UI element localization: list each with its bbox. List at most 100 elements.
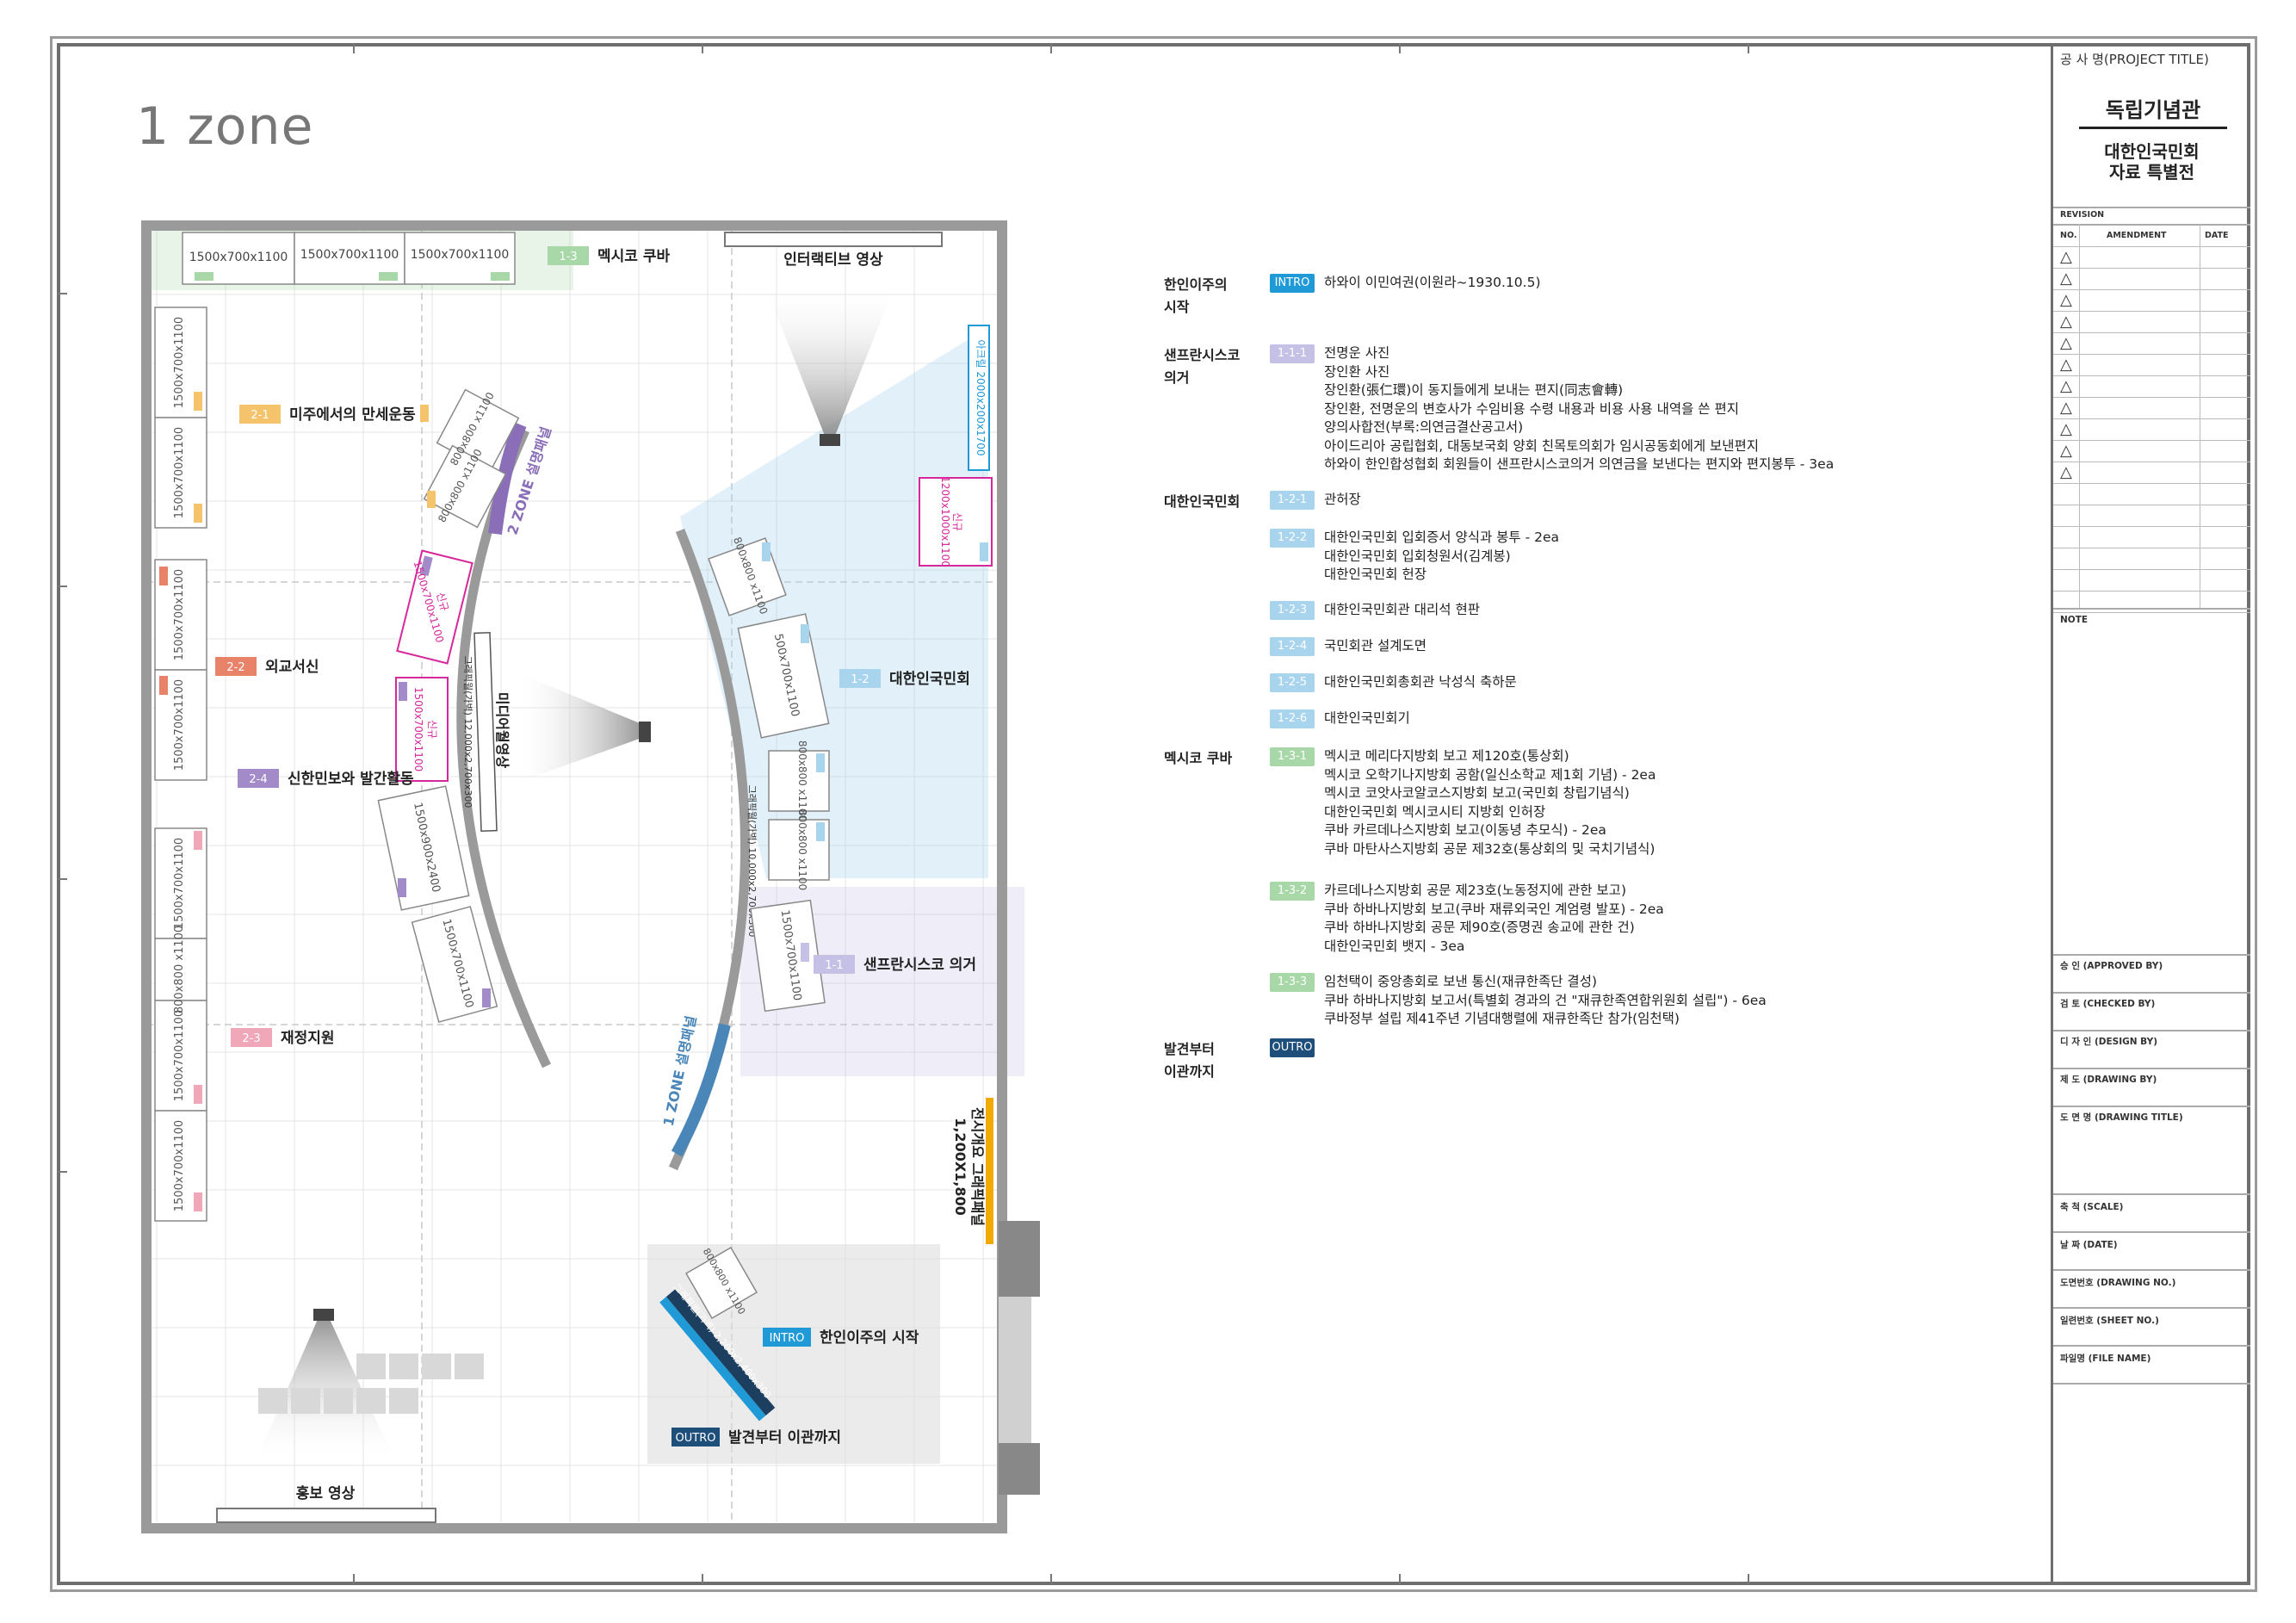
zone-label-tag: 1-2 xyxy=(851,673,869,686)
frame-tick xyxy=(353,43,355,53)
wall-case-b: 1500x700x1100 xyxy=(300,248,399,262)
legend-item-line: 장인환 사진 xyxy=(1324,363,1390,380)
legend-item-line: 장인환, 전명운의 변호사가 수임비용 수령 내용과 비용 사용 내역을 쓴 편… xyxy=(1324,400,1739,417)
wall-case-a: 1500x700x1100 xyxy=(189,251,288,264)
zone-label-tag: OUTRO xyxy=(676,1432,716,1445)
legend-item-lines: 카르데나스지방회 공문 제23호(노동정지에 관한 보고)쿠바 하바나지방회 보… xyxy=(1324,882,1664,956)
legend-item-line: 관허장 xyxy=(1324,492,1361,507)
revision-triangle-icon: △ xyxy=(2060,248,2072,266)
zone-1-2-area xyxy=(680,327,988,878)
legend-item-lines: 국민회관 설계도면 xyxy=(1324,637,1426,656)
legend-item-lines: 대한인국민회관 대리석 현판 xyxy=(1324,601,1480,620)
drawing-frame-inner xyxy=(57,43,2250,1585)
zone-label-1-1: 1-1 샌프란시스코 의거 xyxy=(814,955,976,974)
legend-item-line: 대한인국민회 헌장 xyxy=(1324,567,1427,582)
legend-item-line: 양의사합전(부록:의연금결산공고서) xyxy=(1324,419,1524,435)
legend-item-line: 대한인국민회관 대리석 현판 xyxy=(1324,602,1480,617)
zone-label-tag-bg xyxy=(231,1028,272,1047)
legend-tag: 1-2-5 xyxy=(1270,673,1315,692)
legend-section-line: 이관까지 xyxy=(1164,1063,1215,1080)
revision-row xyxy=(2053,311,2250,312)
zone-label-tag-bg xyxy=(839,669,881,688)
zone-label-tag-bg xyxy=(215,657,257,676)
revision-triangle-icon: △ xyxy=(2060,377,2072,395)
frame-tick xyxy=(1748,43,1749,53)
floor-plan: 1500x700x1100 1500x700x1100 1500x700x110… xyxy=(141,220,1040,1533)
frame-tick xyxy=(1050,1574,1052,1584)
col-no: NO. xyxy=(2060,231,2077,240)
frame-tick xyxy=(1050,43,1052,53)
new-case-right-label: 신규 xyxy=(951,512,963,531)
frame-tick xyxy=(353,1574,355,1584)
acrylic-panel-label: 아크릴 2000x200x1700 xyxy=(975,339,987,455)
legend-item-line: 대한인국민회 입회증서 양식과 봉투 - 2ea xyxy=(1324,530,1560,545)
zone-label-tag-bg xyxy=(238,769,279,788)
legend-item-line: 대한인국민회총회관 낙성식 축하문 xyxy=(1324,674,1517,690)
drawing-no-label: 도면번호 (DRAWING NO.) xyxy=(2060,1278,2176,1288)
legend-section-line: 발견부터 xyxy=(1164,1041,1215,1057)
legend-item-line: 멕시코 코앗사코알코스지방회 보고(국민회 창립기념식) xyxy=(1324,785,1630,801)
legend-item-line: 쿠바 마탄사스지방회 공문 제32호(통상회의 및 국치기념식) xyxy=(1324,840,1655,857)
legend-item-line: 쿠바 하바나지방회 보고(쿠바 재류외국인 계엄령 발포) - 2ea xyxy=(1324,901,1664,917)
interactive-video-label: 인터랙티브 영상 xyxy=(783,251,883,269)
legend-tag: 1-2-6 xyxy=(1270,709,1315,728)
revision-triangle-icon: △ xyxy=(2060,420,2072,438)
revision-row xyxy=(2053,397,2250,398)
zone2-panel-bar xyxy=(488,422,527,535)
zone-label-text: 샌프란시스코 의거 xyxy=(863,957,976,974)
left-case-3: 1500x700x1100 xyxy=(173,569,186,660)
revision-row xyxy=(2053,289,2250,290)
frame-tick xyxy=(57,293,67,294)
col-amendment: AMENDMENT xyxy=(2107,231,2167,240)
frame-tick xyxy=(57,1171,67,1173)
legend-item-line: 대한인국민회기 xyxy=(1324,710,1410,726)
revision-triangle-icon: △ xyxy=(2060,291,2072,309)
legend-item-line: 대한인국민회 멕시코시티 지방회 인허장 xyxy=(1324,803,1546,820)
date-label: 날 짜 (DATE) xyxy=(2060,1240,2118,1250)
zone-label-text: 발견부터 이관까지 xyxy=(728,1429,841,1446)
zone-label-tag: 1-1 xyxy=(825,959,843,972)
right-case-3: 800x800 x1100 xyxy=(796,740,808,821)
revision-row xyxy=(2053,569,2250,570)
project-sub-2: 자료 특별전 xyxy=(2109,162,2194,183)
media-wall-label: 미디어월영상 xyxy=(494,692,511,769)
drawing-title-label: 도 면 명 (DRAWING TITLE) xyxy=(2060,1112,2183,1123)
legend-item-line: 하와이 한인합성협회 회원들이 샌프란시스코의거 의연금을 보낸다는 편지와 편… xyxy=(1324,456,1835,472)
legend-section-line: 시작 xyxy=(1164,299,1190,315)
legend-section-line: 대한인국민회 xyxy=(1164,493,1241,510)
frame-tick xyxy=(1399,1574,1401,1584)
frame-tick xyxy=(1399,43,1401,53)
zone-label-text: 미주에서의 만세운동 xyxy=(289,406,416,424)
left-case-5: 1500x700x1100 xyxy=(173,838,186,929)
projector-beam-top xyxy=(764,284,895,436)
frame-tick xyxy=(702,43,703,53)
zone-label-tag-bg xyxy=(763,1328,811,1347)
left-case-4: 1500x700x1100 xyxy=(173,679,186,771)
sheet-no-label: 일련번호 (SHEET NO.) xyxy=(2060,1316,2159,1326)
zone-label-text: 대한인국민회 xyxy=(889,671,970,688)
revision-row xyxy=(2053,354,2250,355)
legend-item-line: 임천택이 중앙총회로 보낸 통신(재큐한족단 결성) xyxy=(1324,974,1598,989)
new-case-1-label: 신규 xyxy=(434,591,451,612)
revision-row xyxy=(2053,375,2250,376)
revision-row xyxy=(2053,526,2250,527)
revision-row xyxy=(2053,268,2250,269)
new-case-right-size: 1200x1000x1100 xyxy=(939,476,951,567)
legend-item-lines: 대한인국민회총회관 낙성식 축하문 xyxy=(1324,673,1517,692)
title-block: 공 사 명(PROJECT TITLE) 독립기념관 대한인국민회 자료 특별전… xyxy=(2051,43,2250,1585)
frame-tick xyxy=(57,585,67,587)
legend-tag: 1-3-3 xyxy=(1270,973,1315,992)
projector-mid-icon xyxy=(639,722,651,742)
legend-item-line: 전명운 사진 xyxy=(1324,345,1390,361)
legend-section: 멕시코 쿠바 xyxy=(1164,747,1259,770)
zone-label-tag-bg xyxy=(239,405,281,424)
zone-title: 1 zone xyxy=(136,96,314,157)
zone-label-tag: 1-3 xyxy=(559,251,577,263)
revision-row xyxy=(2053,332,2250,333)
zone-label-text: 신한민보와 발간활동 xyxy=(288,770,414,788)
revision-row xyxy=(2053,483,2250,484)
